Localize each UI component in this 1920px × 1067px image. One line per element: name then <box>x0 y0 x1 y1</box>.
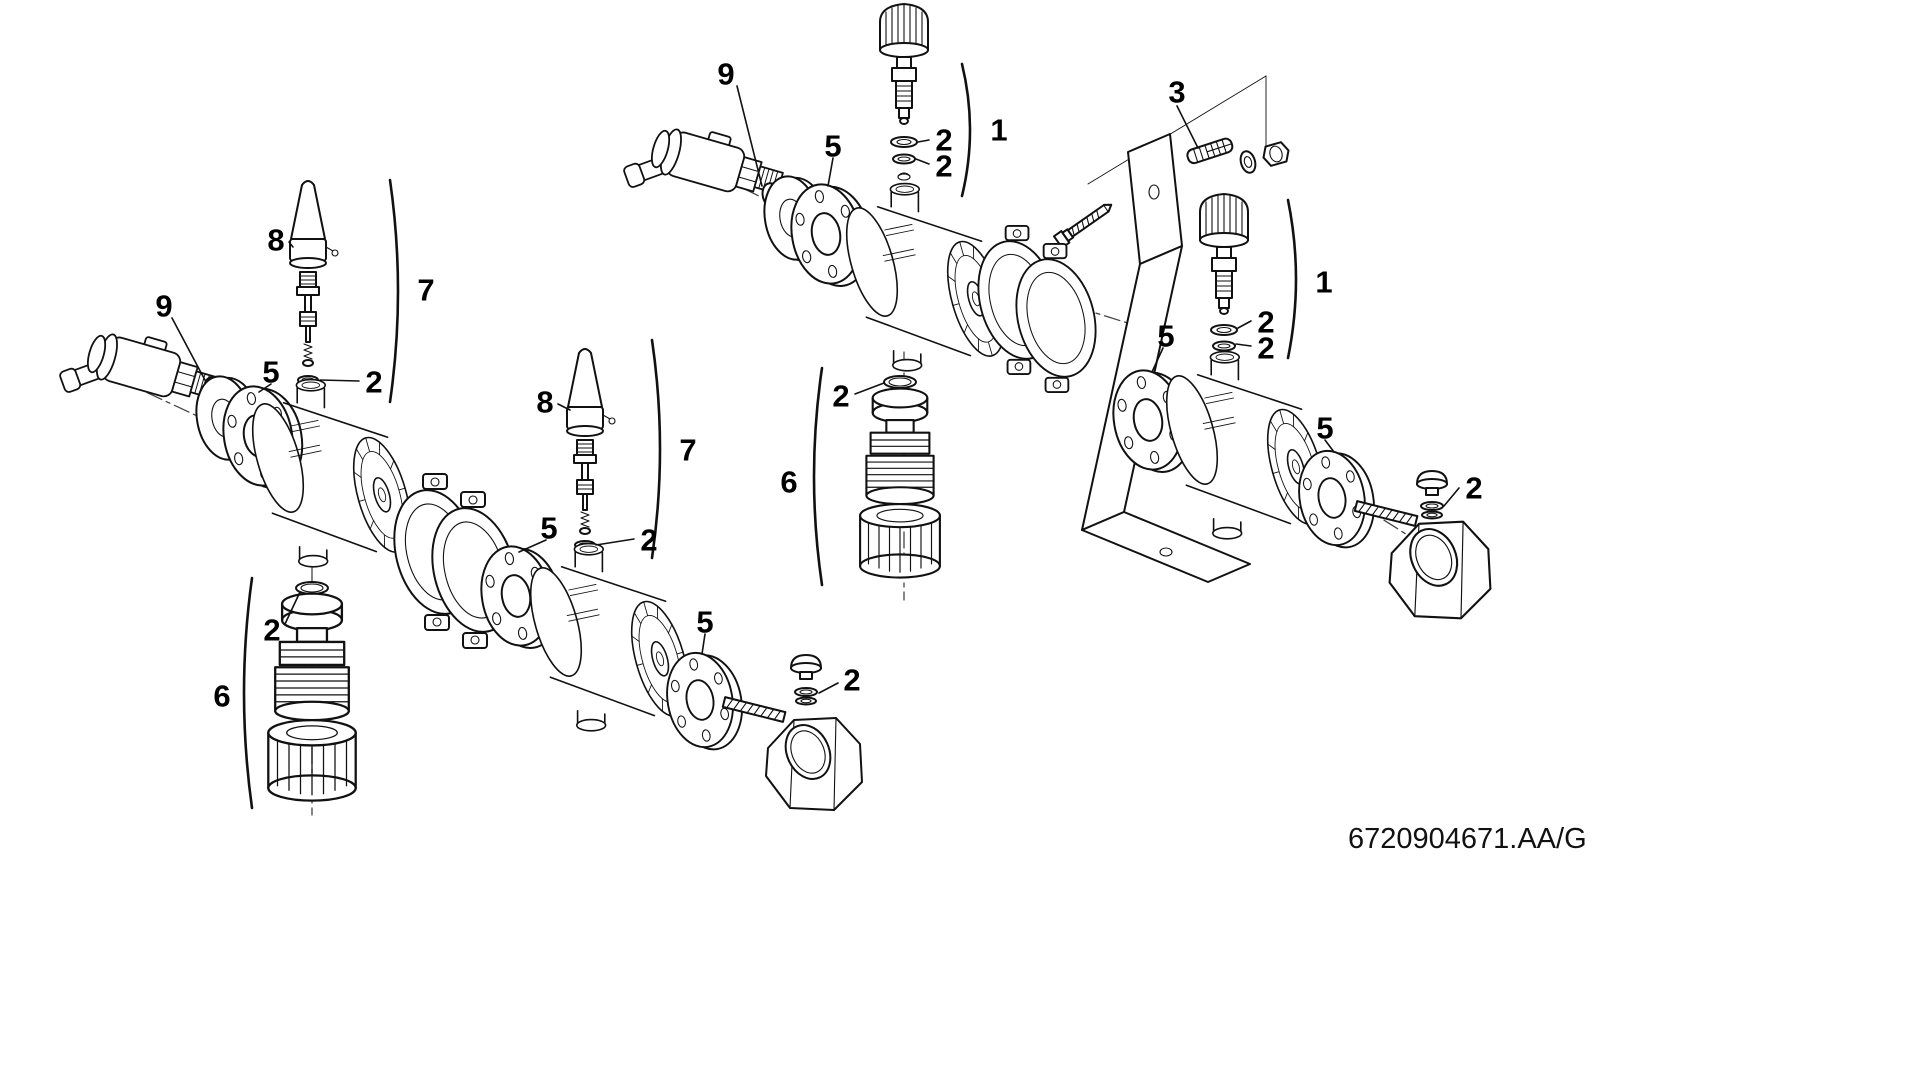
callout-label: 2 <box>843 663 860 698</box>
bracket-foot <box>1081 511 1251 583</box>
callout-label: 8 <box>267 223 284 258</box>
callout-label: 5 <box>1316 411 1333 446</box>
callout-label: 1 <box>1315 265 1332 300</box>
callout-label: 5 <box>696 605 713 640</box>
bracket-hole <box>1159 547 1173 557</box>
plug-cap <box>1416 470 1448 496</box>
callout-leader-line <box>319 379 360 382</box>
callout-leader-line <box>171 317 207 383</box>
bracket-hole <box>1148 184 1160 200</box>
union-o-ring <box>295 581 329 595</box>
assembly-top <box>617 3 1109 579</box>
callout-leader-line <box>1443 487 1460 507</box>
assembly-right <box>1104 193 1492 620</box>
callout-label: 2 <box>1257 331 1274 366</box>
callout-label: 7 <box>679 433 696 468</box>
document-number: 6720904671.AA/G <box>1348 823 1587 855</box>
big-union-nut <box>1388 520 1492 620</box>
callout-leader-line <box>595 538 635 546</box>
group-bracket <box>242 576 254 810</box>
group-bracket <box>650 338 662 560</box>
callout-leader-line <box>1176 105 1199 149</box>
construction-line <box>1087 75 1267 185</box>
callout-label: 2 <box>640 523 657 558</box>
callout-leader-line <box>1151 347 1164 373</box>
callout-label: 5 <box>1157 319 1174 354</box>
callout-label: 6 <box>780 465 797 500</box>
assembly-center <box>472 348 863 811</box>
callout-leader-line <box>1235 343 1252 347</box>
vent-valve-cap <box>879 3 929 125</box>
group-bracket <box>960 62 972 198</box>
washer <box>1237 148 1259 176</box>
callout-label: 7 <box>417 273 434 308</box>
callout-leader-line <box>1237 320 1252 329</box>
vent-washers <box>1210 324 1238 352</box>
callout-label: 9 <box>155 289 172 324</box>
callout-label: 6 <box>213 679 230 714</box>
callout-label: 5 <box>540 511 557 546</box>
callout-label: 2 <box>935 149 952 184</box>
callout-leader-line <box>557 403 571 411</box>
callout-label: 2 <box>935 123 952 158</box>
callout-label: 5 <box>262 355 279 390</box>
probe-insert <box>296 271 320 367</box>
washers <box>794 687 818 706</box>
union-o-ring <box>883 375 917 389</box>
callout-label: 1 <box>990 113 1007 148</box>
callout-label: 8 <box>536 385 553 420</box>
callout-label: 2 <box>832 379 849 414</box>
hex-bolt <box>1259 139 1293 169</box>
callout-leader-line <box>258 383 272 393</box>
callout-leader-line <box>518 539 547 553</box>
lag-screw <box>1052 197 1117 249</box>
assembly-left <box>53 180 530 802</box>
callout-label: 2 <box>1465 471 1482 506</box>
callout-leader-line <box>736 85 763 187</box>
callout-leader-line <box>701 633 706 655</box>
washers <box>1420 501 1444 520</box>
callout-label: 9 <box>717 57 734 92</box>
group-bracket <box>812 366 824 587</box>
callout-leader-line <box>288 241 294 248</box>
callout-leader-line <box>827 157 834 187</box>
callout-leader-line <box>1324 439 1335 453</box>
callout-leader-line <box>854 382 885 395</box>
probe-insert <box>573 439 597 535</box>
union-assembly <box>859 387 941 579</box>
callout-label: 5 <box>824 129 841 164</box>
ball-valve <box>617 110 790 229</box>
callout-label: 2 <box>1257 305 1274 340</box>
vent-valve-cap <box>1199 193 1249 315</box>
callout-leader-line <box>284 591 301 625</box>
callout-label: 3 <box>1168 75 1185 110</box>
plug-cap <box>790 654 822 680</box>
cone-cap <box>566 348 616 437</box>
union-assembly <box>267 592 357 802</box>
callout-label: 2 <box>263 613 280 648</box>
vent-washers <box>890 136 918 181</box>
callout-leader-line <box>915 158 930 165</box>
callout-label: 2 <box>365 365 382 400</box>
group-bracket <box>388 178 400 404</box>
wall-plug <box>1184 136 1235 166</box>
group-bracket <box>1286 198 1298 360</box>
cone-cap <box>289 180 339 269</box>
callout-leader-line <box>917 139 930 143</box>
callout-leader-line <box>818 682 839 694</box>
big-union-nut <box>765 716 863 811</box>
